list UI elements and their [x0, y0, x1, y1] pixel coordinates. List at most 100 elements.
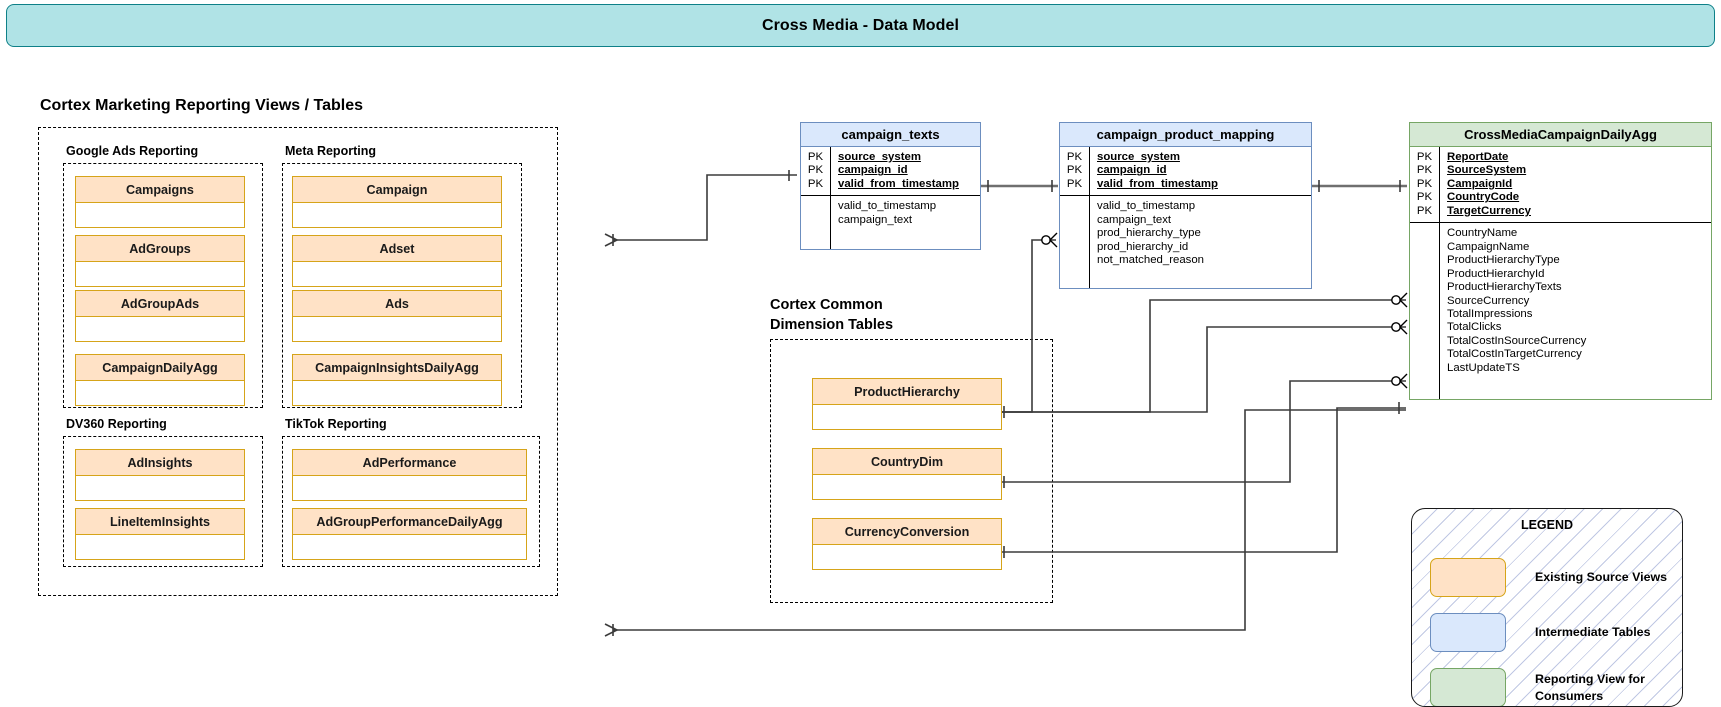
pk-markers: PK PK PK — [801, 147, 831, 196]
tiktok-group-box — [282, 436, 540, 567]
pk-markers: PK PK PK — [1060, 147, 1090, 196]
entity-body — [293, 535, 526, 559]
pk-columns: ReportDate SourceSystem CampaignId Count… — [1440, 147, 1711, 222]
marketing-reporting-container — [38, 127, 558, 596]
wire-countrydim-to-crossmedia — [1002, 380, 1406, 483]
attr-column: campaign_text — [1097, 213, 1172, 226]
table-pk-section: PK PK PK source_system campaign_id valid… — [1060, 147, 1311, 197]
pk-column: campaign_id — [1097, 164, 1167, 177]
legend-item-existing-source-views: Existing Source Views — [1430, 558, 1667, 597]
pk-markers: PK PK PK PK PK — [1410, 147, 1440, 223]
entity-ads[interactable]: Ads — [292, 290, 502, 342]
legend-swatch-orange — [1430, 558, 1506, 597]
attr-column: campaign_text — [838, 213, 913, 226]
entity-campaigndailyagg[interactable]: CampaignDailyAgg — [75, 354, 245, 406]
entity-campaigns[interactable]: Campaigns — [75, 176, 245, 228]
attr-column: CountryName — [1447, 227, 1518, 240]
entity-body — [813, 545, 1001, 569]
entity-adgroups[interactable]: AdGroups — [75, 235, 245, 287]
entity-currencyconversion[interactable]: CurrencyConversion — [812, 518, 1002, 570]
entity-body — [293, 381, 501, 405]
attr-column: ProductHierarchyId — [1447, 267, 1545, 280]
entity-title: AdPerformance — [293, 450, 526, 476]
entity-body — [293, 262, 501, 286]
entity-producthierarchy[interactable]: ProductHierarchy — [812, 378, 1002, 430]
table-title: CrossMediaCampaignDailyAgg — [1410, 123, 1711, 147]
pk-marker: PK — [1066, 151, 1083, 163]
entity-body — [76, 381, 244, 405]
attr-column: ProductHierarchyTexts — [1447, 281, 1562, 294]
entity-title: Campaigns — [76, 177, 244, 203]
pk-columns: source_system campaign_id valid_from_tim… — [1090, 147, 1311, 195]
pk-column: source_system — [1097, 151, 1180, 163]
entity-title: AdGroups — [76, 236, 244, 262]
attr-column: LastUpdateTS — [1447, 361, 1520, 374]
pk-marker: PK — [807, 164, 824, 177]
entity-title: CurrencyConversion — [813, 519, 1001, 545]
group-label-tiktok: TikTok Reporting — [285, 417, 387, 431]
attr-column: TotalCostInSourceCurrency — [1447, 334, 1587, 347]
entity-body — [293, 203, 501, 227]
entity-adinsights[interactable]: AdInsights — [75, 449, 245, 501]
entity-body — [76, 262, 244, 286]
entity-body — [76, 535, 244, 559]
common-dimension-heading: Cortex Common Dimension Tables — [770, 296, 893, 335]
attr-columns: valid_to_timestamp campaign_text — [831, 196, 980, 249]
legend-swatch-blue — [1430, 613, 1506, 652]
table-crossmediacampaigndailyagg[interactable]: CrossMediaCampaignDailyAgg PK PK PK PK P… — [1409, 122, 1712, 401]
entity-body — [293, 476, 526, 500]
legend-swatch-green — [1430, 668, 1506, 706]
attr-column: valid_to_timestamp — [838, 200, 937, 213]
entity-body — [813, 475, 1001, 499]
wire-producthierarchy-to-crossmedia — [1002, 299, 1406, 413]
common-dimension-heading-line2: Dimension Tables — [770, 316, 894, 333]
entity-body — [293, 317, 501, 341]
entity-title: AdInsights — [76, 450, 244, 476]
entity-body — [76, 476, 244, 500]
entity-title: AdGroupPerformanceDailyAgg — [293, 509, 526, 535]
pk-marker: PK — [1416, 164, 1433, 177]
legend-label: Intermediate Tables — [1535, 625, 1651, 640]
pk-column: valid_from_timestamp — [1097, 177, 1218, 190]
attr-gutter — [801, 196, 831, 250]
entity-title: CampaignInsightsDailyAgg — [293, 355, 501, 381]
attr-column: TotalCostInTargetCurrency — [1447, 348, 1582, 361]
legend-title: LEGEND — [1520, 518, 1574, 532]
page-title: Cross Media - Data Model — [761, 16, 960, 34]
entity-adset[interactable]: Adset — [292, 235, 502, 287]
pk-column: source_system — [838, 151, 921, 163]
entity-campaign[interactable]: Campaign — [292, 176, 502, 228]
entity-adperformance[interactable]: AdPerformance — [292, 449, 527, 501]
attr-column: ProductHierarchyType — [1447, 254, 1560, 267]
legend-panel: LEGEND Existing Source Views Intermediat… — [1411, 508, 1683, 707]
entity-title: CountryDim — [813, 449, 1001, 475]
table-pk-section: PK PK PK PK PK ReportDate SourceSystem C… — [1410, 147, 1711, 224]
entity-adgroupads[interactable]: AdGroupAds — [75, 290, 245, 342]
entity-lineiteminsights[interactable]: LineItemInsights — [75, 508, 245, 560]
pk-marker: PK — [1066, 164, 1083, 177]
entity-title: Ads — [293, 291, 501, 317]
attr-columns: CountryName CampaignName ProductHierarch… — [1440, 223, 1711, 399]
pk-column: CampaignId — [1447, 177, 1513, 190]
pk-marker: PK — [1416, 151, 1433, 163]
pk-column: campaign_id — [838, 164, 908, 177]
group-label-meta: Meta Reporting — [285, 144, 376, 158]
attr-column: TotalClicks — [1447, 321, 1502, 334]
table-campaign-texts[interactable]: campaign_texts PK PK PK source_system ca… — [800, 122, 981, 251]
pk-marker: PK — [1416, 204, 1433, 217]
pk-marker: PK — [807, 151, 824, 163]
table-attr-section: valid_to_timestamp campaign_text — [801, 196, 980, 250]
attr-column: SourceCurrency — [1447, 294, 1530, 307]
entity-title: CampaignDailyAgg — [76, 355, 244, 381]
pk-marker: PK — [1416, 177, 1433, 190]
wire-source-to-campaign-texts — [613, 174, 797, 241]
attr-gutter — [1410, 223, 1440, 400]
entity-countrydim[interactable]: CountryDim — [812, 448, 1002, 500]
entity-campaigninsightsdailyagg[interactable]: CampaignInsightsDailyAgg — [292, 354, 502, 406]
table-campaign-product-mapping[interactable]: campaign_product_mapping PK PK PK source… — [1059, 122, 1312, 290]
table-title: campaign_texts — [801, 123, 980, 147]
pk-marker: PK — [1066, 177, 1083, 190]
entity-adgroupperformancedailyagg[interactable]: AdGroupPerformanceDailyAgg — [292, 508, 527, 560]
pk-marker: PK — [807, 177, 824, 190]
diagram-title-banner: Cross Media - Data Model — [6, 4, 1715, 47]
